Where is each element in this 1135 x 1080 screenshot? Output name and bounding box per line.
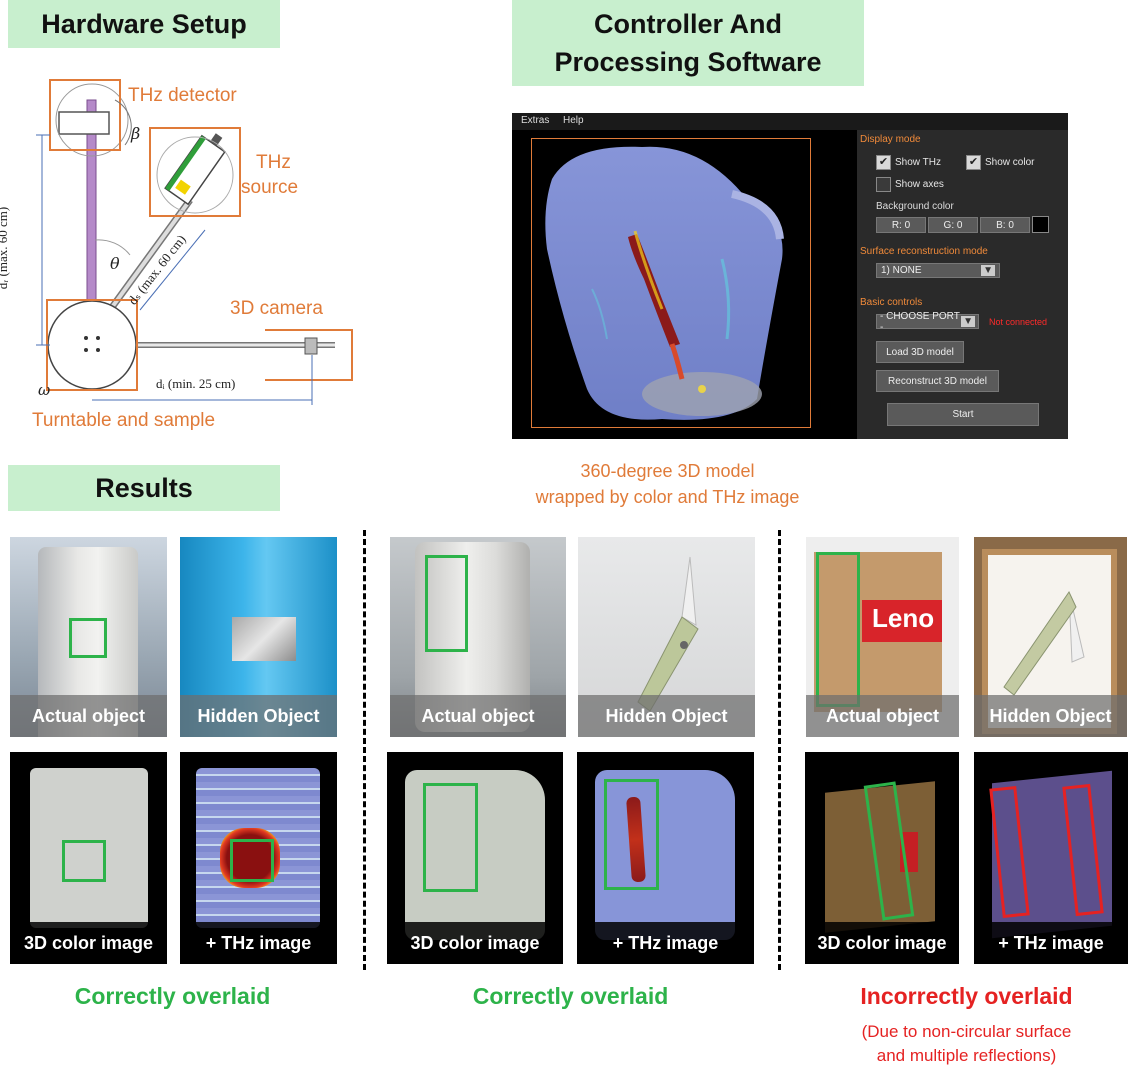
display-mode-label: Display mode — [860, 134, 921, 145]
results-header: Results — [8, 465, 280, 511]
dropdown-arrow-icon: ▼ — [961, 316, 975, 327]
unchecked-box[interactable] — [876, 177, 891, 192]
show-color-checkbox[interactable]: ✔ Show color — [966, 155, 1034, 170]
3d-color-label: 3D color image — [805, 922, 959, 964]
separator-2 — [778, 530, 781, 970]
thz-photo-3: + THz image — [974, 752, 1128, 964]
thz-photo-2: + THz image — [577, 752, 754, 964]
controller-title-line2: Processing Software — [554, 47, 822, 77]
turntable-label: Turntable and sample — [32, 410, 216, 431]
hardware-diagram — [36, 79, 353, 405]
camera-frame — [265, 329, 353, 381]
target-box — [230, 839, 274, 882]
hardware-setup-header: Hardware Setup — [8, 0, 280, 48]
thz-label: + THz image — [974, 922, 1128, 964]
check-icon[interactable]: ✔ — [966, 155, 981, 170]
controller-title-line1: Controller And — [594, 9, 782, 39]
theta-symbol: θ — [110, 254, 120, 273]
basic-controls-label: Basic controls — [860, 297, 923, 308]
dropdown-arrow-icon: ▼ — [981, 265, 995, 276]
target-box — [62, 840, 106, 882]
target-box — [604, 779, 659, 890]
b-input[interactable]: B: 0 — [980, 217, 1030, 233]
r-input[interactable]: R: 0 — [876, 217, 926, 233]
3d-viewport[interactable] — [531, 138, 811, 428]
port-select[interactable]: - CHOOSE PORT - ▼ — [876, 311, 979, 333]
hardware-setup-title: Hardware Setup — [41, 8, 247, 39]
beta-symbol: β — [131, 124, 141, 143]
detector-frame — [49, 79, 121, 151]
caption-correct-2: Correctly overlaid — [472, 983, 669, 1009]
separator-1 — [363, 530, 366, 970]
controller-header: Controller And Processing Software — [512, 0, 864, 86]
connection-status: Not connected — [989, 317, 1048, 327]
turntable — [47, 300, 137, 390]
surface-mode-select[interactable]: 1) NONE ▼ — [876, 263, 1000, 278]
target-box — [425, 555, 468, 652]
detector-box — [58, 111, 110, 135]
software-window: Extras Help Display mode ✔ Sho — [512, 113, 1068, 439]
3d-camera-label: 3D camera — [230, 298, 323, 319]
hidden-object-photo-2: Hidden Object — [578, 537, 755, 737]
thz-label: + THz image — [577, 922, 754, 964]
3d-color-label: 3D color image — [387, 922, 563, 964]
caption-correct-1: Correctly overlaid — [74, 983, 271, 1009]
hidden-object-photo-3: Hidden Object — [974, 537, 1127, 737]
actual-object-photo-1: Actual object — [10, 537, 167, 737]
color-swatch[interactable] — [1032, 216, 1049, 233]
hidden-object-label: Hidden Object — [180, 695, 337, 737]
thz-3d-model — [545, 146, 784, 420]
actual-object-label: Actual object — [806, 695, 959, 737]
show-thz-checkbox[interactable]: ✔ Show THz — [876, 155, 941, 170]
menu-extras[interactable]: Extras — [521, 115, 550, 126]
menu-help[interactable]: Help — [563, 115, 584, 126]
menu-bar: Extras Help — [512, 113, 1068, 130]
target-box — [423, 783, 478, 892]
start-button[interactable]: Start — [887, 403, 1039, 426]
dr-label: dᵣ (max. 60 cm) — [0, 206, 11, 290]
di-label: dᵢ (min. 25 cm) — [156, 376, 236, 391]
target-box — [69, 618, 107, 658]
thz-detector-label: THz detector — [128, 85, 237, 106]
hidden-object-photo-1: Hidden Object — [180, 537, 337, 737]
3d-color-label: 3D color image — [10, 922, 167, 964]
control-panel: Display mode ✔ Show THz ✔ Show color Sho… — [857, 130, 1068, 439]
caption-reason: (Due to non-circular surface and multipl… — [861, 1022, 1072, 1065]
actual-object-photo-2: Actual object — [390, 537, 566, 737]
hidden-object-label: Hidden Object — [974, 695, 1127, 737]
actual-object-label: Actual object — [390, 695, 566, 737]
thz-photo-1: + THz image — [180, 752, 337, 964]
target-box — [816, 552, 860, 707]
thz-label: + THz image — [180, 922, 337, 964]
load-3d-model-button[interactable]: Load 3D model — [876, 341, 964, 363]
3d-color-photo-3: 3D color image — [805, 752, 959, 964]
g-input[interactable]: G: 0 — [928, 217, 978, 233]
actual-object-label: Actual object — [10, 695, 167, 737]
reconstruct-3d-model-button[interactable]: Reconstruct 3D model — [876, 370, 999, 392]
omega-symbol: ω — [38, 381, 51, 399]
caption-incorrect: Incorrectly overlaid — [860, 983, 1073, 1009]
hidden-object-label: Hidden Object — [578, 695, 755, 737]
lenovo-logo: Leno — [872, 603, 935, 633]
show-axes-checkbox[interactable]: Show axes — [876, 177, 944, 192]
actual-object-photo-3: Leno Actual object — [806, 537, 959, 737]
surface-mode-label: Surface reconstruction mode — [860, 246, 988, 257]
source-frame — [149, 127, 241, 217]
thz-source-label-1: THz — [256, 152, 291, 173]
check-icon[interactable]: ✔ — [876, 155, 891, 170]
3d-color-photo-2: 3D color image — [387, 752, 563, 964]
3d-color-photo-1: 3D color image — [10, 752, 167, 964]
model-caption: 360-degree 3D model wrapped by color and… — [535, 461, 800, 507]
background-color-label: Background color — [876, 201, 954, 212]
thz-source-label-2: source — [241, 177, 299, 198]
results-title: Results — [95, 472, 193, 503]
